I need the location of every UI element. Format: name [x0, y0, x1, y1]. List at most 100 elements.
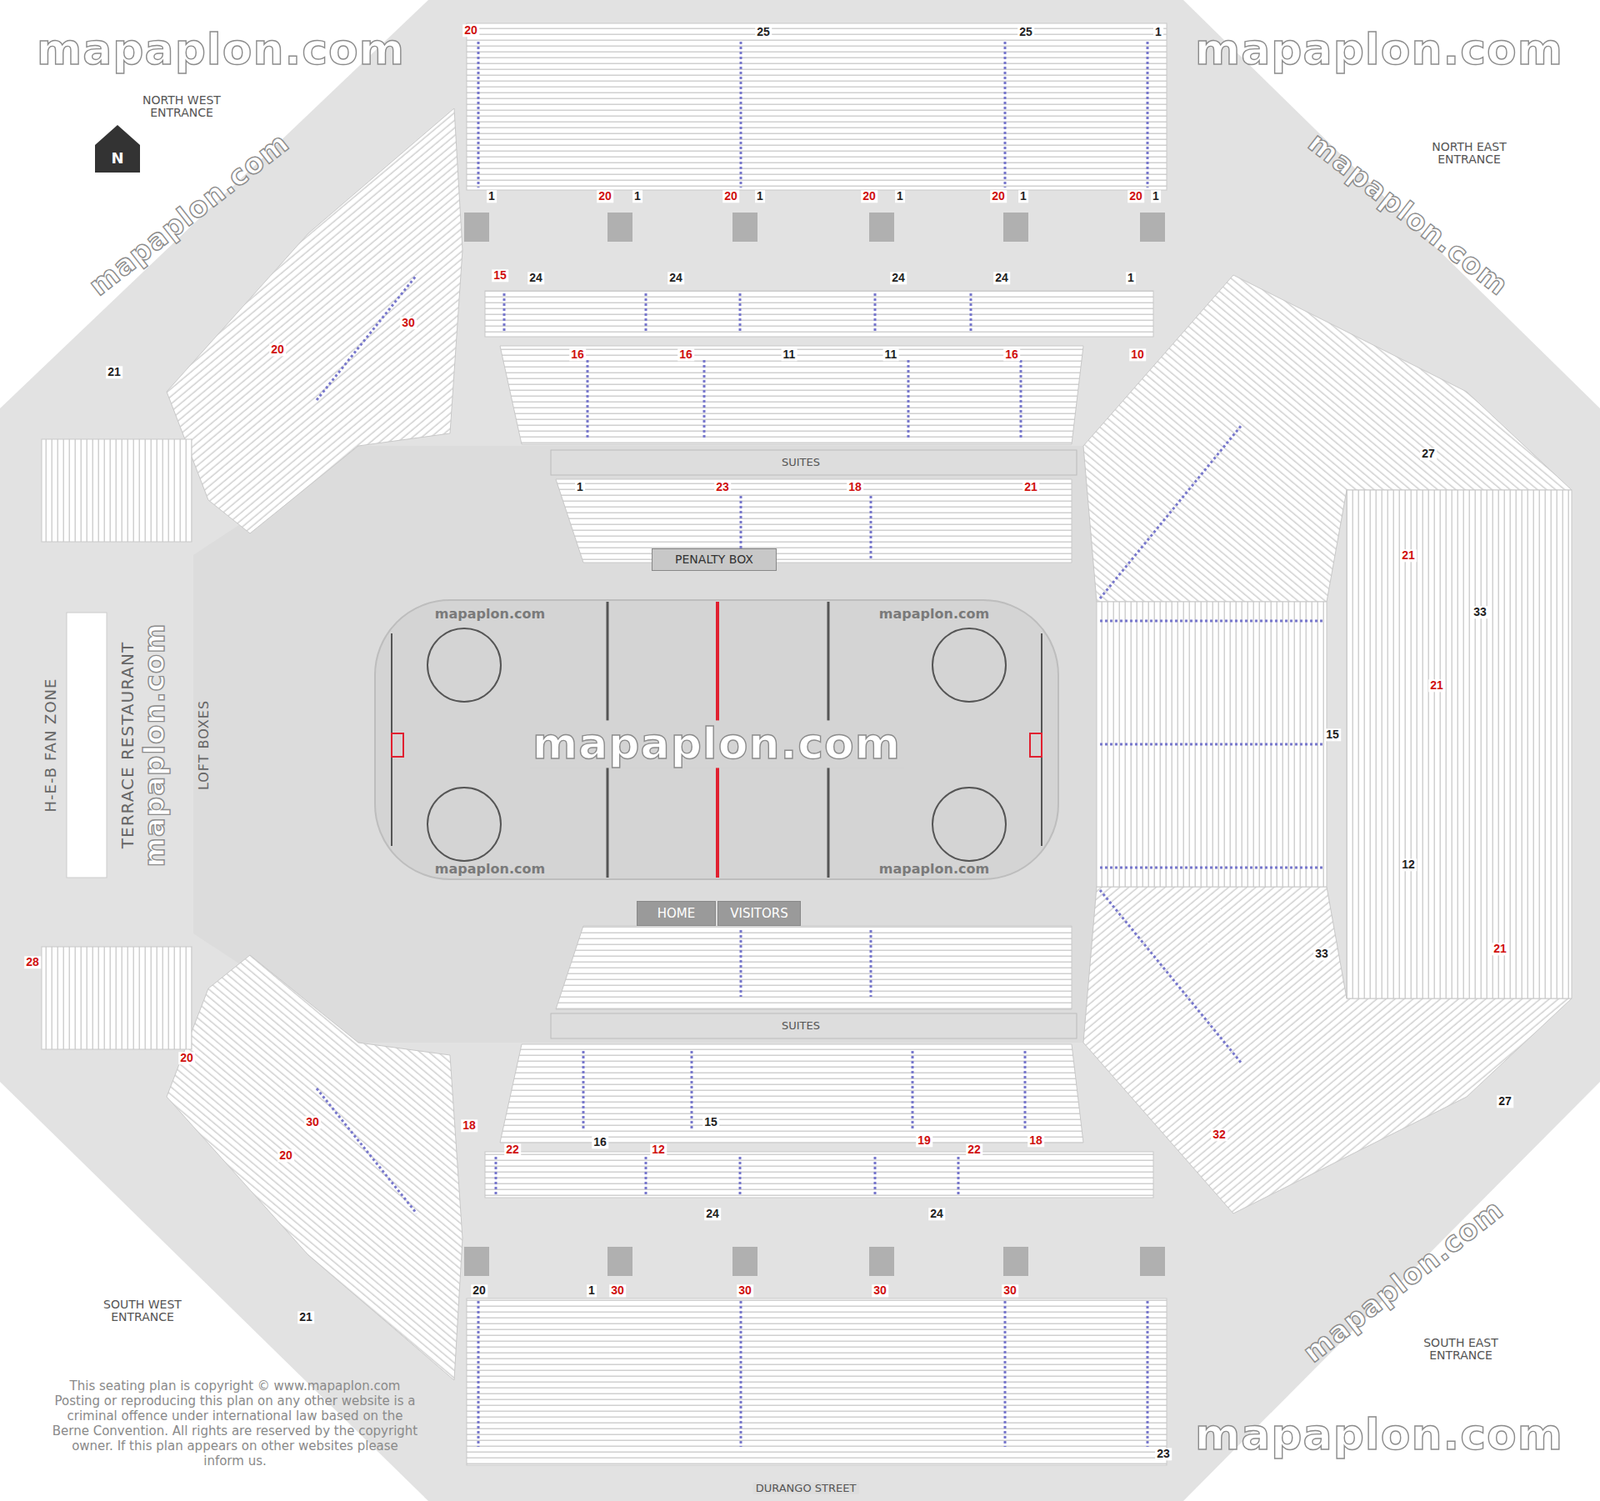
watermark: mapaplon.com [1195, 25, 1564, 74]
east-upper-sections [1346, 490, 1572, 999]
area-label: DURANGO STREET [753, 1482, 860, 1495]
watermark: mapaplon.com [529, 720, 905, 768]
row-number: 33 [1471, 605, 1489, 619]
entrance-label: NORTH EAST ENTRANCE [1419, 140, 1520, 167]
compass-letter: N [110, 150, 124, 167]
row-number: 1 [1125, 271, 1136, 285]
row-number: 18 [460, 1119, 478, 1132]
row-number: 20 [722, 190, 740, 203]
row-number: 28 [24, 955, 41, 969]
box-label: PENALTY BOX [675, 552, 754, 566]
row-number: 12 [650, 1143, 667, 1156]
row-number: 21 [1491, 942, 1509, 955]
row-number: 21 [1428, 679, 1445, 692]
penalty-box: PENALTY BOX [651, 548, 777, 571]
row-number: 30 [400, 316, 417, 330]
row-number: 16 [569, 348, 586, 361]
aisle-stairs [316, 41, 1325, 1447]
row-number: 24 [667, 271, 685, 285]
row-number: 1 [755, 190, 765, 203]
watermark: mapaplon.com [435, 606, 545, 622]
row-number: 27 [1496, 1095, 1514, 1108]
row-number: 33 [1313, 947, 1330, 960]
row-number: 22 [965, 1143, 983, 1156]
row-number: 21 [105, 365, 123, 379]
row-number: 30 [1001, 1284, 1019, 1297]
vomitories [464, 212, 1165, 1276]
row-number: 15 [491, 269, 509, 282]
area-label: SUITES [779, 456, 823, 469]
row-number: 1 [586, 1284, 597, 1297]
row-number: 24 [993, 271, 1010, 285]
row-number: 1 [1018, 190, 1029, 203]
east-lower-sections [1096, 601, 1327, 887]
watermark: mapaplon.com [879, 861, 990, 877]
entrance-label: SOUTH WEST ENTRANCE [92, 1298, 193, 1325]
box-label: HOME [657, 905, 696, 921]
row-number: 15 [1324, 728, 1341, 741]
middle-sections [485, 290, 1154, 337]
row-number: 25 [1017, 25, 1035, 39]
row-number: 12 [1400, 858, 1417, 871]
row-number: 16 [591, 1135, 609, 1149]
suites-band [550, 450, 1077, 475]
row-number: 30 [871, 1284, 889, 1297]
row-number: 20 [277, 1149, 295, 1162]
area-label: H-E-B FAN ZONE [42, 678, 60, 813]
row-number: 1 [1153, 25, 1164, 39]
row-number: 1 [1150, 190, 1161, 203]
row-number: 24 [704, 1207, 721, 1220]
row-number: 20 [990, 190, 1007, 203]
row-number: 21 [297, 1310, 315, 1324]
watermark: mapaplon.com [1195, 1410, 1564, 1459]
row-number: 1 [486, 190, 497, 203]
watermark: mapaplon.com [435, 861, 545, 877]
row-number: 24 [890, 271, 907, 285]
west-sections [41, 439, 192, 542]
row-number: 22 [504, 1143, 521, 1156]
middle-sections [485, 1151, 1154, 1198]
row-number: 20 [462, 24, 480, 37]
arena-floor [193, 445, 1100, 1043]
row-number: 18 [846, 480, 864, 494]
watermark: mapaplon.com [879, 606, 990, 622]
rinkside-sections [555, 479, 1072, 563]
upper-sections [466, 1298, 1167, 1465]
north-arrow [95, 125, 140, 173]
west-sections [41, 946, 192, 1050]
row-number: 11 [781, 348, 798, 361]
suites-band [550, 1013, 1077, 1039]
row-number: 30 [609, 1284, 626, 1297]
row-number: 16 [677, 348, 695, 361]
area-label: LOFT BOXES [196, 700, 212, 790]
row-number: 15 [702, 1115, 720, 1129]
watermark: mapaplon.com [139, 622, 170, 867]
entrance-label: SOUTH EAST ENTRANCE [1410, 1336, 1511, 1363]
row-number: 1 [575, 480, 585, 494]
row-number: 30 [304, 1115, 321, 1129]
row-number: 20 [269, 343, 286, 356]
row-number: 1 [632, 190, 643, 203]
row-number: 23 [1155, 1447, 1172, 1460]
entrance-label: NORTH WEST ENTRANCE [131, 94, 232, 120]
row-number: 1 [895, 190, 905, 203]
bench-box: VISITORS [717, 900, 801, 926]
row-number: 20 [178, 1051, 195, 1065]
row-number: 30 [736, 1284, 754, 1297]
row-number: 21 [1022, 480, 1040, 494]
area-label: SUITES [779, 1020, 823, 1032]
upper-sections [466, 23, 1167, 190]
row-number: 20 [470, 1284, 488, 1297]
row-number: 23 [714, 480, 731, 494]
bench-box: HOME [636, 900, 716, 926]
goal-crease [1030, 733, 1042, 757]
row-number: 24 [928, 1207, 945, 1220]
row-number: 27 [1420, 447, 1437, 460]
row-number: 20 [1127, 190, 1145, 203]
row-number: 18 [1027, 1134, 1045, 1147]
area-label: TERRACE RESTAURANT [118, 641, 137, 849]
row-number: 10 [1129, 348, 1146, 361]
row-number: 25 [755, 25, 772, 39]
lower-sections [500, 345, 1084, 445]
